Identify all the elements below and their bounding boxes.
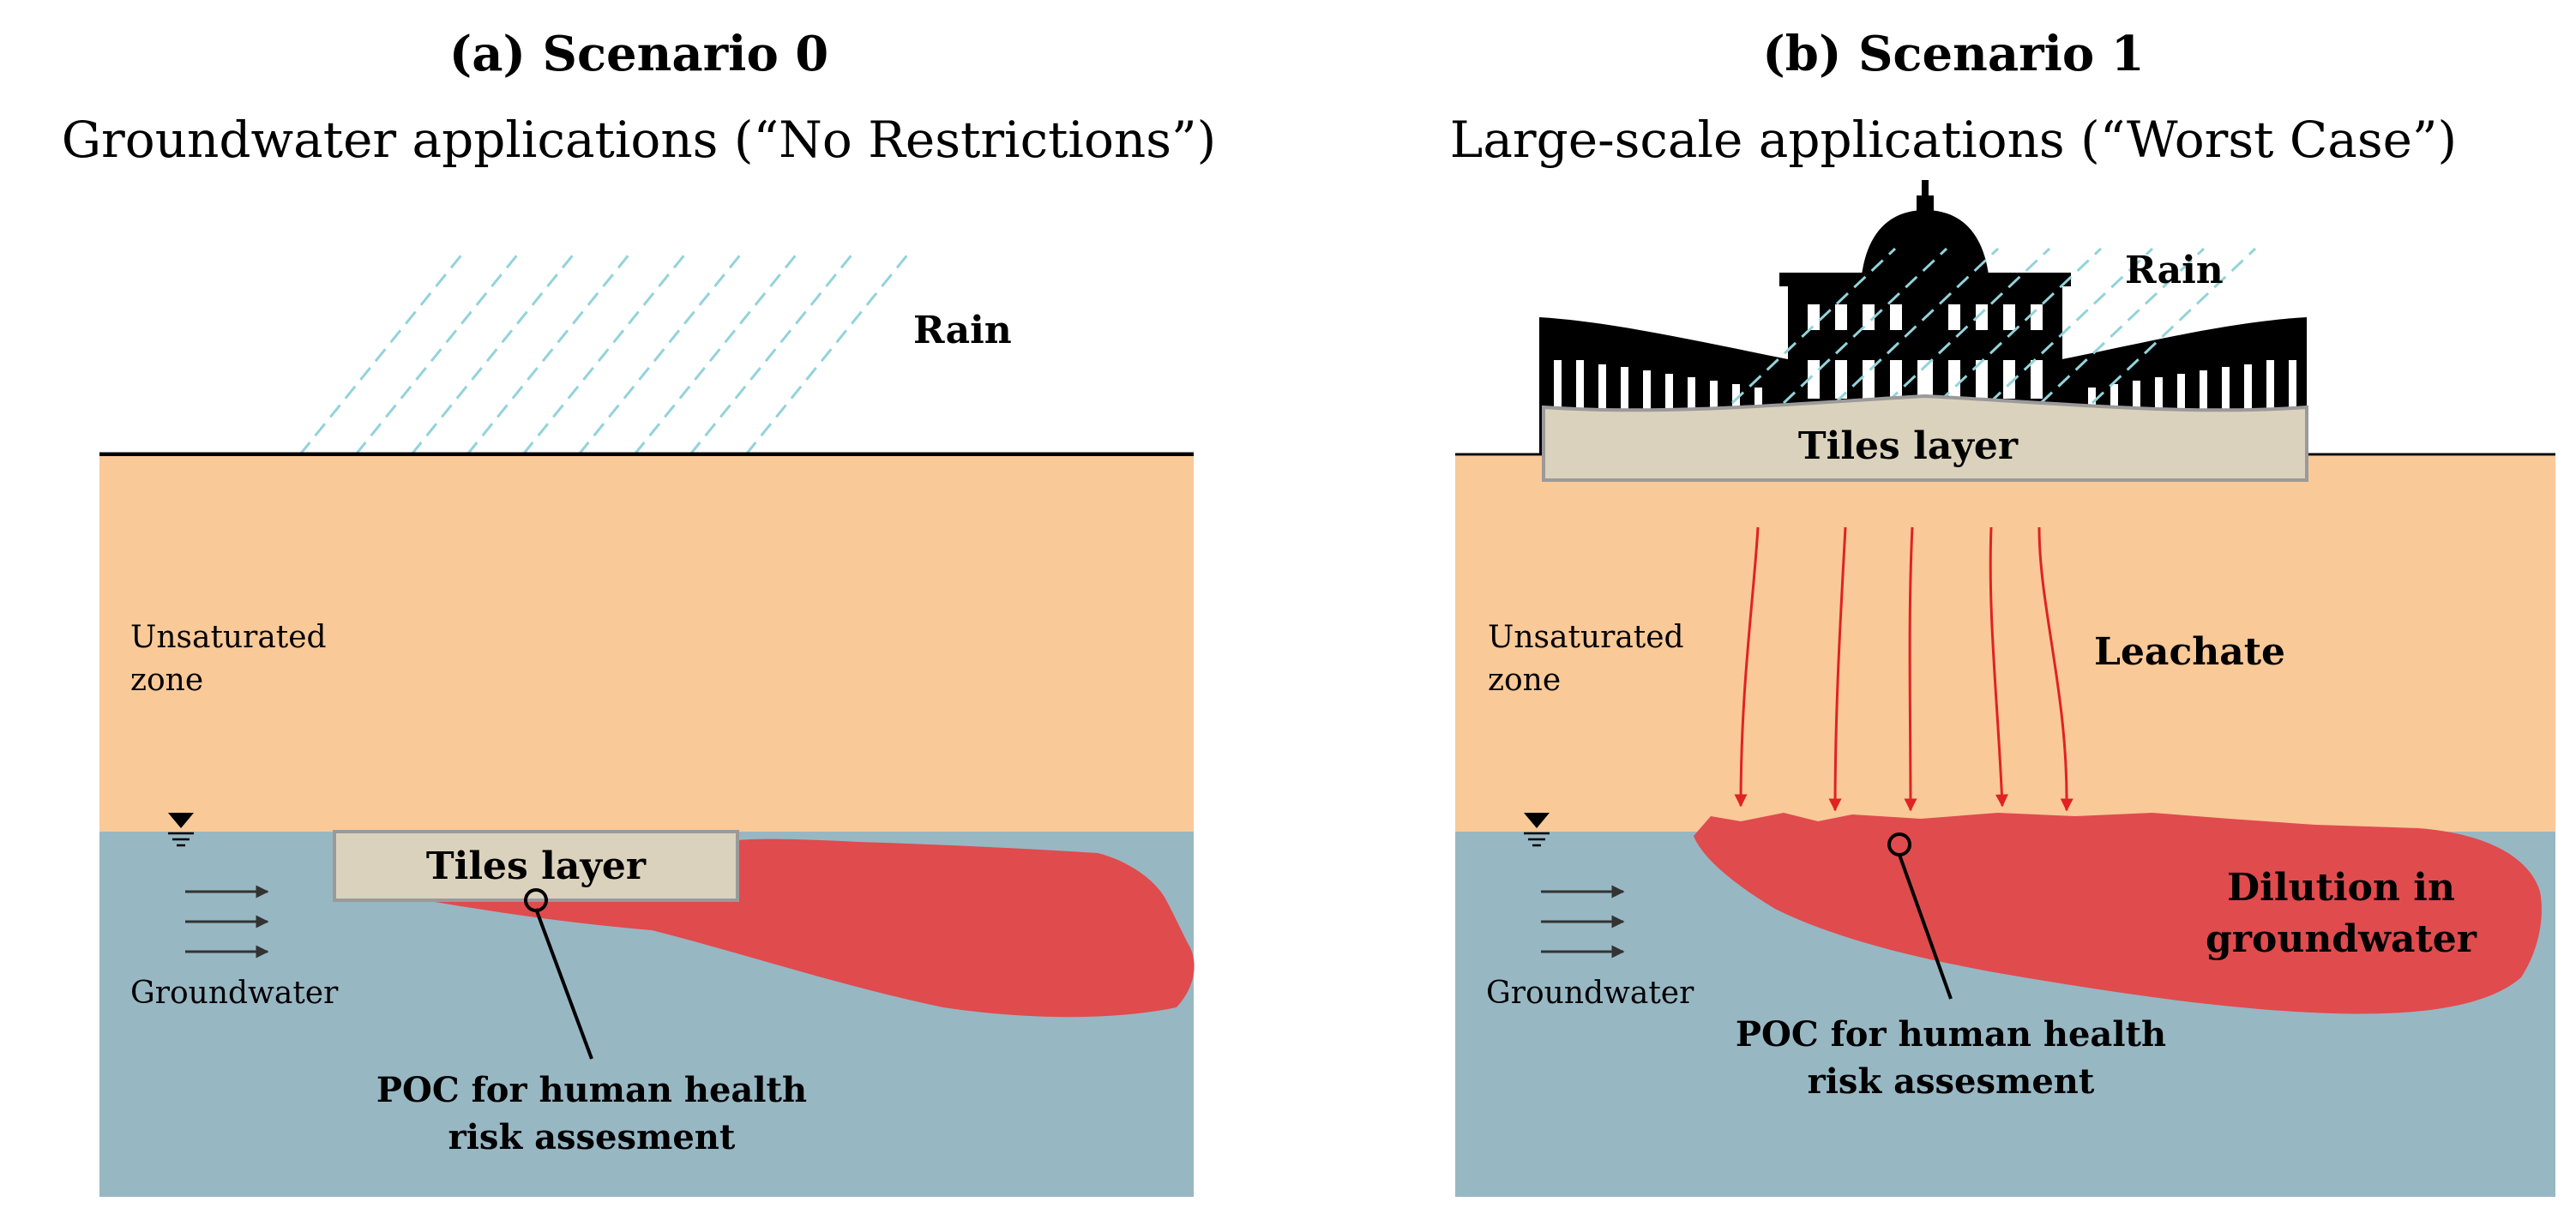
- poc-label-line1: POC for human health: [376, 1070, 807, 1110]
- panel-b-subtitle: Large-scale applications (“Worst Case”): [1450, 111, 2457, 169]
- poc-leader-line: [534, 908, 593, 1060]
- unsaturated-zone-label-line1: Unsaturated: [1488, 620, 1684, 655]
- unsaturated-zone-label-line1: Unsaturated: [130, 620, 327, 655]
- unsaturated-zone-label-line2: zone: [1488, 663, 1561, 698]
- water-table-icon: [168, 813, 194, 847]
- poc-leader-line: [1898, 854, 1953, 1000]
- rain-label: Rain: [913, 309, 1012, 352]
- dilution-label-line1: Dilution in: [2227, 866, 2455, 910]
- dilution-label-line2: groundwater: [2206, 917, 2477, 961]
- panel-b: (b) Scenario 1 Large-scale applications …: [1450, 26, 2555, 1197]
- leachate-label: Leachate: [2094, 630, 2285, 674]
- poc-label-line2: risk assesment: [1808, 1061, 2095, 1102]
- tiles-layer: [1542, 394, 2308, 482]
- groundwater-label: Groundwater: [1486, 976, 1694, 1011]
- water-table-icon: [1524, 813, 1550, 847]
- poc-marker: [524, 888, 548, 912]
- groundwater-flow-arrows: [185, 885, 269, 959]
- rain-label: Rain: [2125, 249, 2224, 292]
- tiles-layer-label: Tiles layer: [1798, 424, 2019, 468]
- poc-marker: [1887, 832, 1911, 856]
- contaminant-plume: [1694, 813, 2542, 1014]
- groundwater-flow-arrows: [1541, 885, 1625, 959]
- panel-b-title: (b) Scenario 1: [1762, 26, 2144, 82]
- tiles-layer-label: Tiles layer: [426, 844, 647, 888]
- panel-a-title: (a) Scenario 0: [449, 26, 829, 82]
- panel-a-subtitle: Groundwater applications (“No Restrictio…: [62, 111, 1217, 169]
- groundwater-label: Groundwater: [130, 976, 339, 1011]
- rain-lines: [1730, 247, 2257, 405]
- panel-a: (a) Scenario 0 Groundwater applications …: [62, 26, 1217, 1197]
- unsaturated-zone: [1455, 456, 2555, 832]
- rain-lines: [298, 252, 911, 455]
- unsaturated-zone: [99, 456, 1194, 832]
- poc-label-line2: risk assesment: [448, 1117, 736, 1157]
- unsaturated-zone-label-line2: zone: [130, 663, 203, 698]
- leachate-arrows: [1734, 526, 2073, 812]
- poc-label-line1: POC for human health: [1736, 1014, 2166, 1055]
